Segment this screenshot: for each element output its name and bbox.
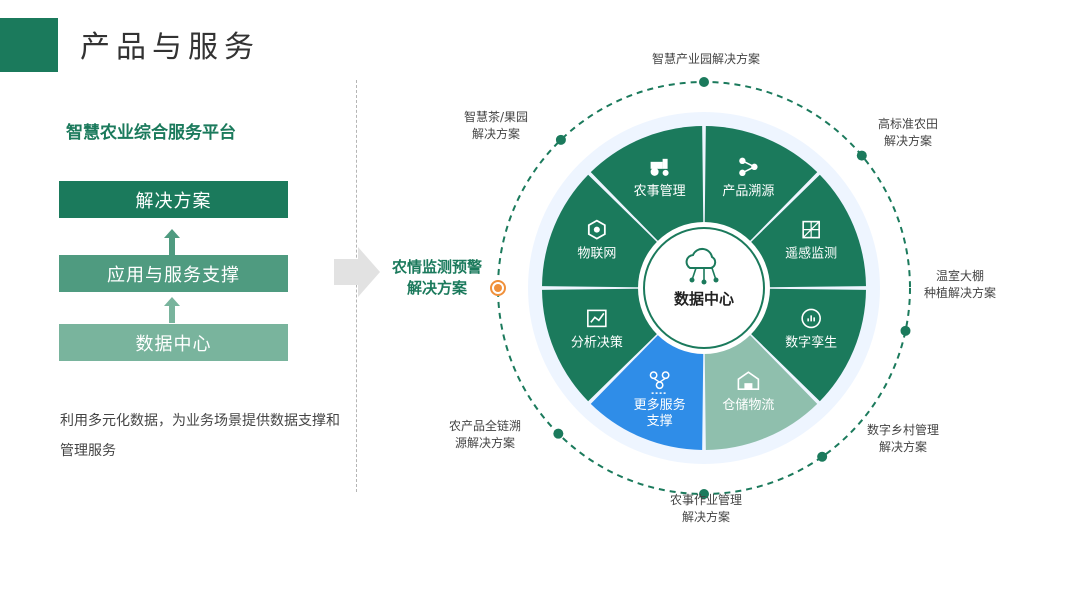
sector-label: 支撑 <box>647 414 673 429</box>
flowchart-icon <box>649 371 670 394</box>
solution-label: 智慧茶/果园 <box>464 109 528 124</box>
stack-data-center: 数据中心 <box>59 324 288 361</box>
sector-label: 仓储物流 <box>722 398 774 413</box>
sector-label: 分析决策 <box>571 334 623 350</box>
right-arrow-icon <box>334 247 380 297</box>
stack-solution: 解决方案 <box>59 181 288 218</box>
monitoring-solution-label: 农情监测预警 解决方案 <box>378 257 496 299</box>
solution-dot[interactable] <box>817 451 828 462</box>
sector-7[interactable] <box>542 174 659 288</box>
cloud-network-icon <box>685 247 719 285</box>
warehouse-icon <box>737 371 760 390</box>
up-arrow-icon <box>164 297 180 323</box>
solution-label: 解决方案 <box>682 509 730 524</box>
up-arrow-icon <box>164 229 180 255</box>
sector-label: 农事管理 <box>634 184 686 199</box>
monitoring-solution-line2: 解决方案 <box>406 279 467 297</box>
sector-2[interactable] <box>749 174 866 288</box>
solution-label: 解决方案 <box>884 133 932 148</box>
iot-hexagon-icon <box>587 219 606 240</box>
page-title: 产品与服务 <box>80 30 260 65</box>
stack-application: 应用与服务支撑 <box>59 255 288 292</box>
solution-label: 温室大棚 <box>936 268 984 283</box>
solution-label: 解决方案 <box>879 439 927 454</box>
platform-title: 智慧农业综合服务平台 <box>66 123 236 143</box>
solution-dot[interactable] <box>699 489 709 499</box>
satellite-map-icon <box>802 220 820 239</box>
platform-description: 利用多元化数据，为业务场景提供数据支撑和管理服务 <box>60 413 340 459</box>
solution-dot[interactable] <box>553 428 564 439</box>
solution-label: 数字乡村管理 <box>867 422 939 437</box>
chart-badge-icon <box>801 308 821 329</box>
trend-chart-icon <box>587 309 607 328</box>
sector-4[interactable] <box>704 333 818 450</box>
tractor-icon <box>650 158 669 176</box>
sector-label: 物联网 <box>577 247 616 262</box>
monitoring-solution-line1: 农情监测预警 <box>391 258 482 276</box>
solution-dot[interactable] <box>900 325 911 336</box>
solution-dot[interactable] <box>699 77 709 87</box>
sector-label: 产品溯源 <box>722 183 774 199</box>
solution-dot[interactable] <box>555 134 566 145</box>
solution-label: 种植解决方案 <box>924 285 996 300</box>
hub-circle[interactable] <box>643 227 765 349</box>
solution-label: 源解决方案 <box>455 435 515 450</box>
sector-5[interactable] <box>590 333 704 450</box>
sector-label: 遥感监测 <box>785 246 837 262</box>
solution-label: 高标准农田 <box>878 116 938 131</box>
solution-dot[interactable] <box>856 150 867 161</box>
header-accent-bar <box>0 18 58 72</box>
sector-6[interactable] <box>542 288 659 402</box>
sector-label: 更多服务 <box>634 397 686 413</box>
solution-label: 农事作业管理 <box>670 492 742 507</box>
solution-label: 农产品全链溯 <box>449 418 521 433</box>
solution-label: 解决方案 <box>472 126 520 141</box>
sector-8[interactable] <box>590 126 704 243</box>
dashed-divider <box>356 80 357 492</box>
share-network-icon <box>739 157 758 177</box>
solution-label: 智慧产业园解决方案 <box>652 51 760 66</box>
sector-3[interactable] <box>749 288 866 402</box>
sector-label: 数字孪生 <box>785 334 837 350</box>
hub-label: 数据中心 <box>674 290 734 308</box>
sector-1[interactable] <box>704 126 818 243</box>
